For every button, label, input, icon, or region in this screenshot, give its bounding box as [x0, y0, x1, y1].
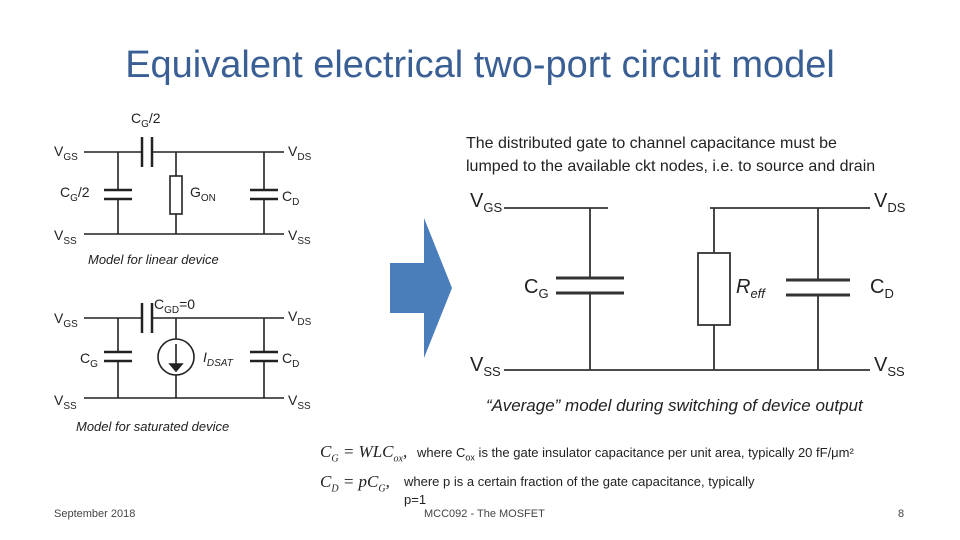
cg-formula-note: where Cox is the gate insulator capacita…	[417, 445, 854, 463]
avg-vgs-label: VGS	[470, 190, 503, 215]
description-text: The distributed gate to channel capacita…	[466, 135, 876, 175]
average-model-wiring	[504, 207, 870, 371]
page-title: Equivalent electrical two-port circuit m…	[125, 44, 835, 86]
footer-date: September 2018	[54, 508, 136, 520]
linear-model-caption: Model for linear device	[88, 252, 219, 267]
avg-cd-label: CD	[870, 276, 894, 301]
avg-reff-label: Reff	[736, 276, 765, 301]
sat-cd-label: CD	[282, 350, 300, 370]
sat-cg-label: CG	[80, 350, 98, 370]
avg-cg-label: CG	[524, 276, 549, 301]
footer-course: MCC092 - The MOSFET	[424, 508, 545, 520]
saturated-model-caption: Model for saturated device	[76, 419, 230, 434]
linear-vss-right-label: VSS	[288, 227, 311, 247]
transform-arrow-icon	[390, 218, 452, 358]
sat-vgs-label: VGS	[54, 310, 78, 330]
sat-vds-label: VDS	[288, 308, 312, 328]
linear-gon-label: GON	[190, 184, 216, 204]
sat-idsat-label: IDSAT	[203, 349, 233, 369]
avg-vss-left-label: VSS	[470, 354, 501, 379]
linear-model-wiring	[84, 137, 284, 235]
footer-page-number: 8	[898, 508, 905, 520]
linear-cg-half-left-label: CG/2	[60, 184, 90, 204]
sat-vss-left-label: VSS	[54, 392, 77, 412]
cd-formula: CD = pCG,	[320, 472, 390, 495]
linear-cg-half-top-label: CG/2	[131, 110, 161, 130]
linear-vds-label: VDS	[288, 143, 312, 163]
avg-vds-label: VDS	[874, 190, 906, 215]
average-model-caption: “Average” model during switching of devi…	[486, 396, 863, 415]
linear-vss-left-label: VSS	[54, 227, 77, 247]
sat-cgd-label: CGD=0	[154, 296, 196, 316]
avg-vss-right-label: VSS	[874, 354, 905, 379]
linear-cd-label: CD	[282, 188, 300, 208]
cd-formula-note-line1: where p is a certain fraction of the gat…	[404, 474, 755, 489]
cd-formula-note-line2: p=1	[404, 492, 427, 507]
sat-vss-right-label: VSS	[288, 392, 311, 412]
linear-vgs-label: VGS	[54, 143, 78, 163]
saturated-model-wiring	[84, 303, 284, 399]
cg-formula: CG = WLCox,	[320, 442, 408, 465]
